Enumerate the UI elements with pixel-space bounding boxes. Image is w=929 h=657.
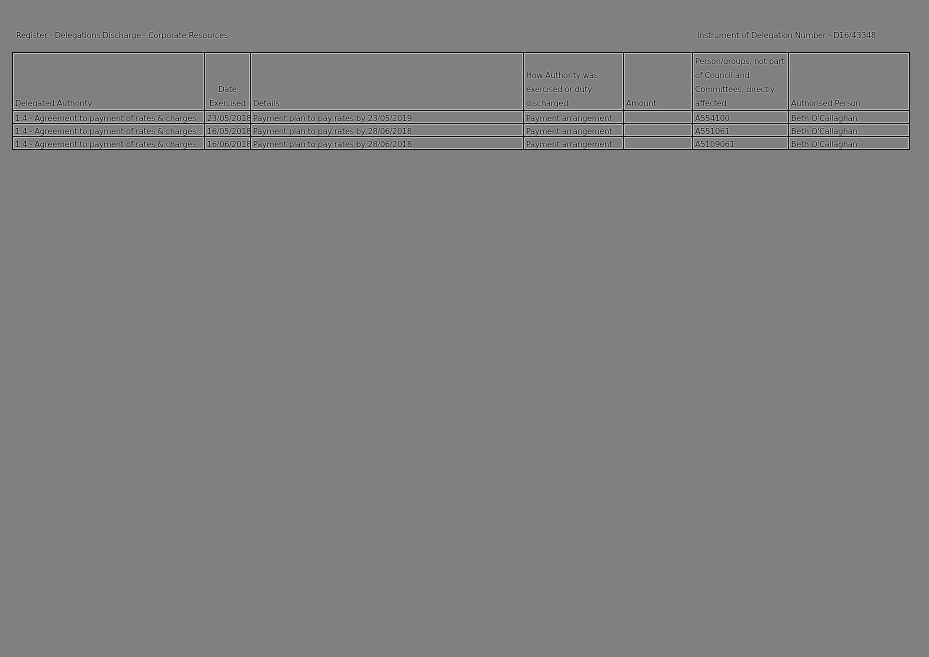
cell-amount <box>623 110 693 124</box>
cell-how: Payment arrangement <box>523 123 624 137</box>
col-header-affected: Person/groups, not part of Council and C… <box>692 52 789 111</box>
register-title: Register - Delegations Discharge - Corpo… <box>16 31 228 40</box>
table-row: 1.4 - Agreement to payment of rates & ch… <box>12 110 910 124</box>
cell-person: Beth O'Callaghan <box>788 123 910 137</box>
table-row: 1.4 - Agreement to payment of rates & ch… <box>12 123 910 137</box>
cell-how: Payment arrangement <box>523 110 624 124</box>
cell-details: Payment plan to pay rates by 28/06/2018 <box>250 136 524 150</box>
cell-affected: A551061 <box>692 123 789 137</box>
cell-authority: 1.4 - Agreement to payment of rates & ch… <box>12 123 205 137</box>
cell-authority: 1.4 - Agreement to payment of rates & ch… <box>12 136 205 150</box>
cell-amount <box>623 136 693 150</box>
cell-date: 16/05/2018 <box>204 123 251 137</box>
cell-how: Payment arrangement <box>523 136 624 150</box>
col-header-how-exercised: How Authority was exercised or duty disc… <box>523 52 624 111</box>
cell-amount <box>623 123 693 137</box>
col-header-details: Details <box>250 52 524 111</box>
cell-person: Beth O'Callaghan <box>788 136 910 150</box>
cell-date: 23/05/2018 <box>204 110 251 124</box>
cell-date: 16/06/2018 <box>204 136 251 150</box>
cell-authority: 1.4 - Agreement to payment of rates & ch… <box>12 110 205 124</box>
cell-affected: A5109061 <box>692 136 789 150</box>
col-header-date-exercised: Date Exercised <box>204 52 251 111</box>
col-header-amount: Amount <box>623 52 693 111</box>
instrument-number: Instrument of Delegation Number - D16/43… <box>697 31 876 40</box>
delegations-table: Delegated Authority Date Exercised Detai… <box>12 52 910 150</box>
cell-details: Payment plan to pay rates by 28/06/2018 <box>250 123 524 137</box>
cell-person: Beth O'Callaghan <box>788 110 910 124</box>
table-row: 1.4 - Agreement to payment of rates & ch… <box>12 136 910 150</box>
cell-details: Payment plan to pay rates by 23/05/2019 <box>250 110 524 124</box>
table-header-row: Delegated Authority Date Exercised Detai… <box>12 52 910 111</box>
col-header-authorised-person: Authorised Person <box>788 52 910 111</box>
col-header-delegated-authority: Delegated Authority <box>12 52 205 111</box>
cell-affected: A554100 <box>692 110 789 124</box>
